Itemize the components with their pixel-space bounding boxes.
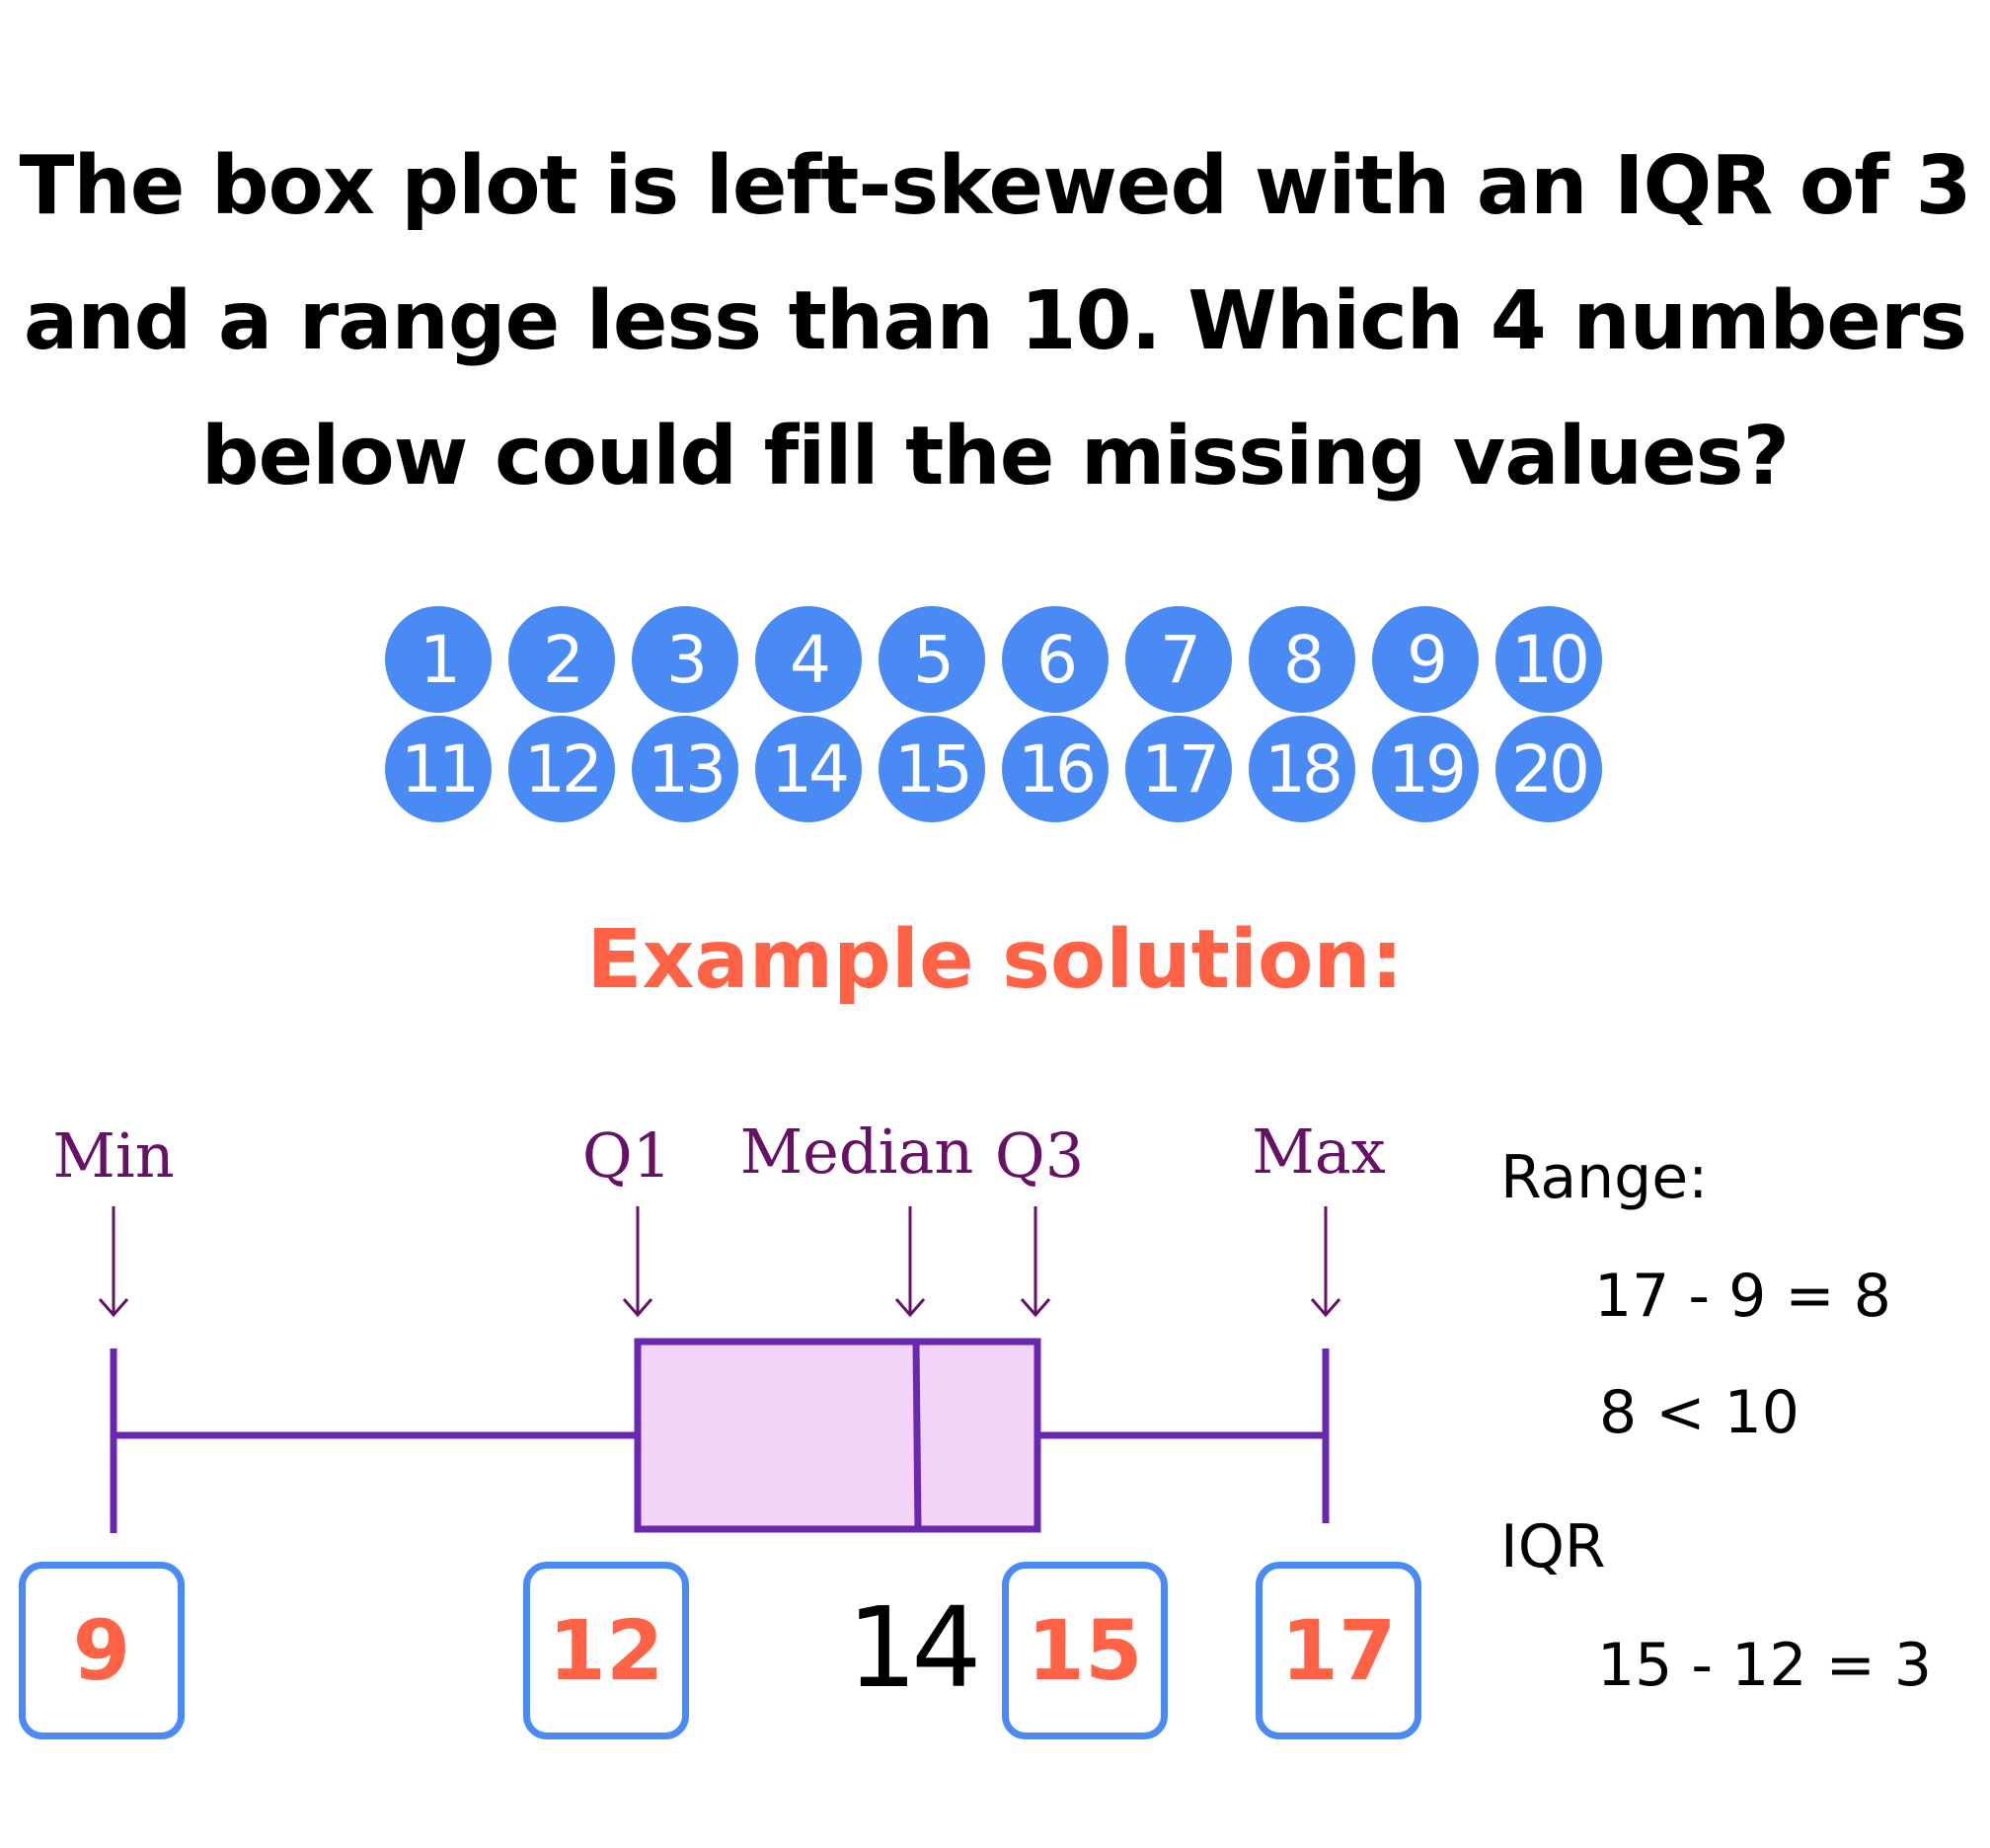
value-max: 17 — [1280, 1602, 1397, 1699]
label-median: Median — [740, 1116, 974, 1188]
question-text: The box plot is left-skewed with an IQR … — [0, 118, 1990, 524]
median-line — [912, 1341, 922, 1530]
label-min: Min — [52, 1119, 174, 1192]
value-box-q3: 15 — [1002, 1562, 1168, 1739]
label-q3: Q3 — [995, 1119, 1084, 1192]
label-max: Max — [1252, 1116, 1385, 1188]
example-solution-title: Example solution: — [586, 913, 1404, 1007]
number-circle-15: 15 — [879, 716, 985, 822]
value-box-min: 9 — [19, 1562, 185, 1739]
value-box-max: 17 — [1256, 1562, 1421, 1739]
number-circle-10: 10 — [1495, 606, 1602, 713]
arrow-min — [98, 1206, 129, 1318]
range-comparison: 8 < 10 — [1599, 1378, 1799, 1447]
question-line-1: The box plot is left-skewed with an IQR … — [19, 139, 1971, 233]
iqr-expression: 15 - 12 = 3 — [1597, 1631, 1933, 1700]
number-circle-9: 9 — [1372, 606, 1479, 713]
number-circle-3: 3 — [632, 606, 738, 713]
range-expression: 17 - 9 = 8 — [1594, 1262, 1891, 1331]
question-line-3: below could fill the missing values? — [200, 410, 1790, 503]
arrow-q3 — [1020, 1206, 1051, 1318]
range-label: Range: — [1500, 1143, 1709, 1212]
arrow-median — [894, 1206, 926, 1318]
arrow-q1 — [622, 1206, 653, 1318]
value-q3: 15 — [1027, 1602, 1143, 1699]
number-circle-17: 17 — [1125, 716, 1232, 822]
number-circle-16: 16 — [1002, 716, 1109, 822]
value-median: 14 — [847, 1584, 981, 1713]
number-circle-12: 12 — [508, 716, 615, 822]
pointer-arrows — [98, 1206, 1341, 1318]
question-line-2: and a range less than 10. Which 4 number… — [23, 274, 1967, 368]
value-min: 9 — [72, 1602, 131, 1699]
number-circle-8: 8 — [1249, 606, 1355, 713]
label-q1: Q1 — [582, 1119, 671, 1192]
iqr-label: IQR — [1500, 1512, 1606, 1581]
value-q1: 12 — [548, 1602, 664, 1699]
number-circle-1: 1 — [385, 606, 492, 713]
number-circle-7: 7 — [1125, 606, 1232, 713]
number-circle-5: 5 — [879, 606, 985, 713]
number-circle-14: 14 — [755, 716, 862, 822]
number-circle-20: 20 — [1495, 716, 1602, 822]
value-box-q1: 12 — [523, 1562, 689, 1739]
number-circle-13: 13 — [632, 716, 738, 822]
number-circle-19: 19 — [1372, 716, 1479, 822]
number-circle-4: 4 — [755, 606, 862, 713]
number-circle-6: 6 — [1002, 606, 1109, 713]
number-circle-11: 11 — [385, 716, 492, 822]
arrow-max — [1310, 1206, 1341, 1318]
number-circle-18: 18 — [1249, 716, 1355, 822]
iqr-box — [634, 1338, 1041, 1533]
number-circle-2: 2 — [508, 606, 615, 713]
